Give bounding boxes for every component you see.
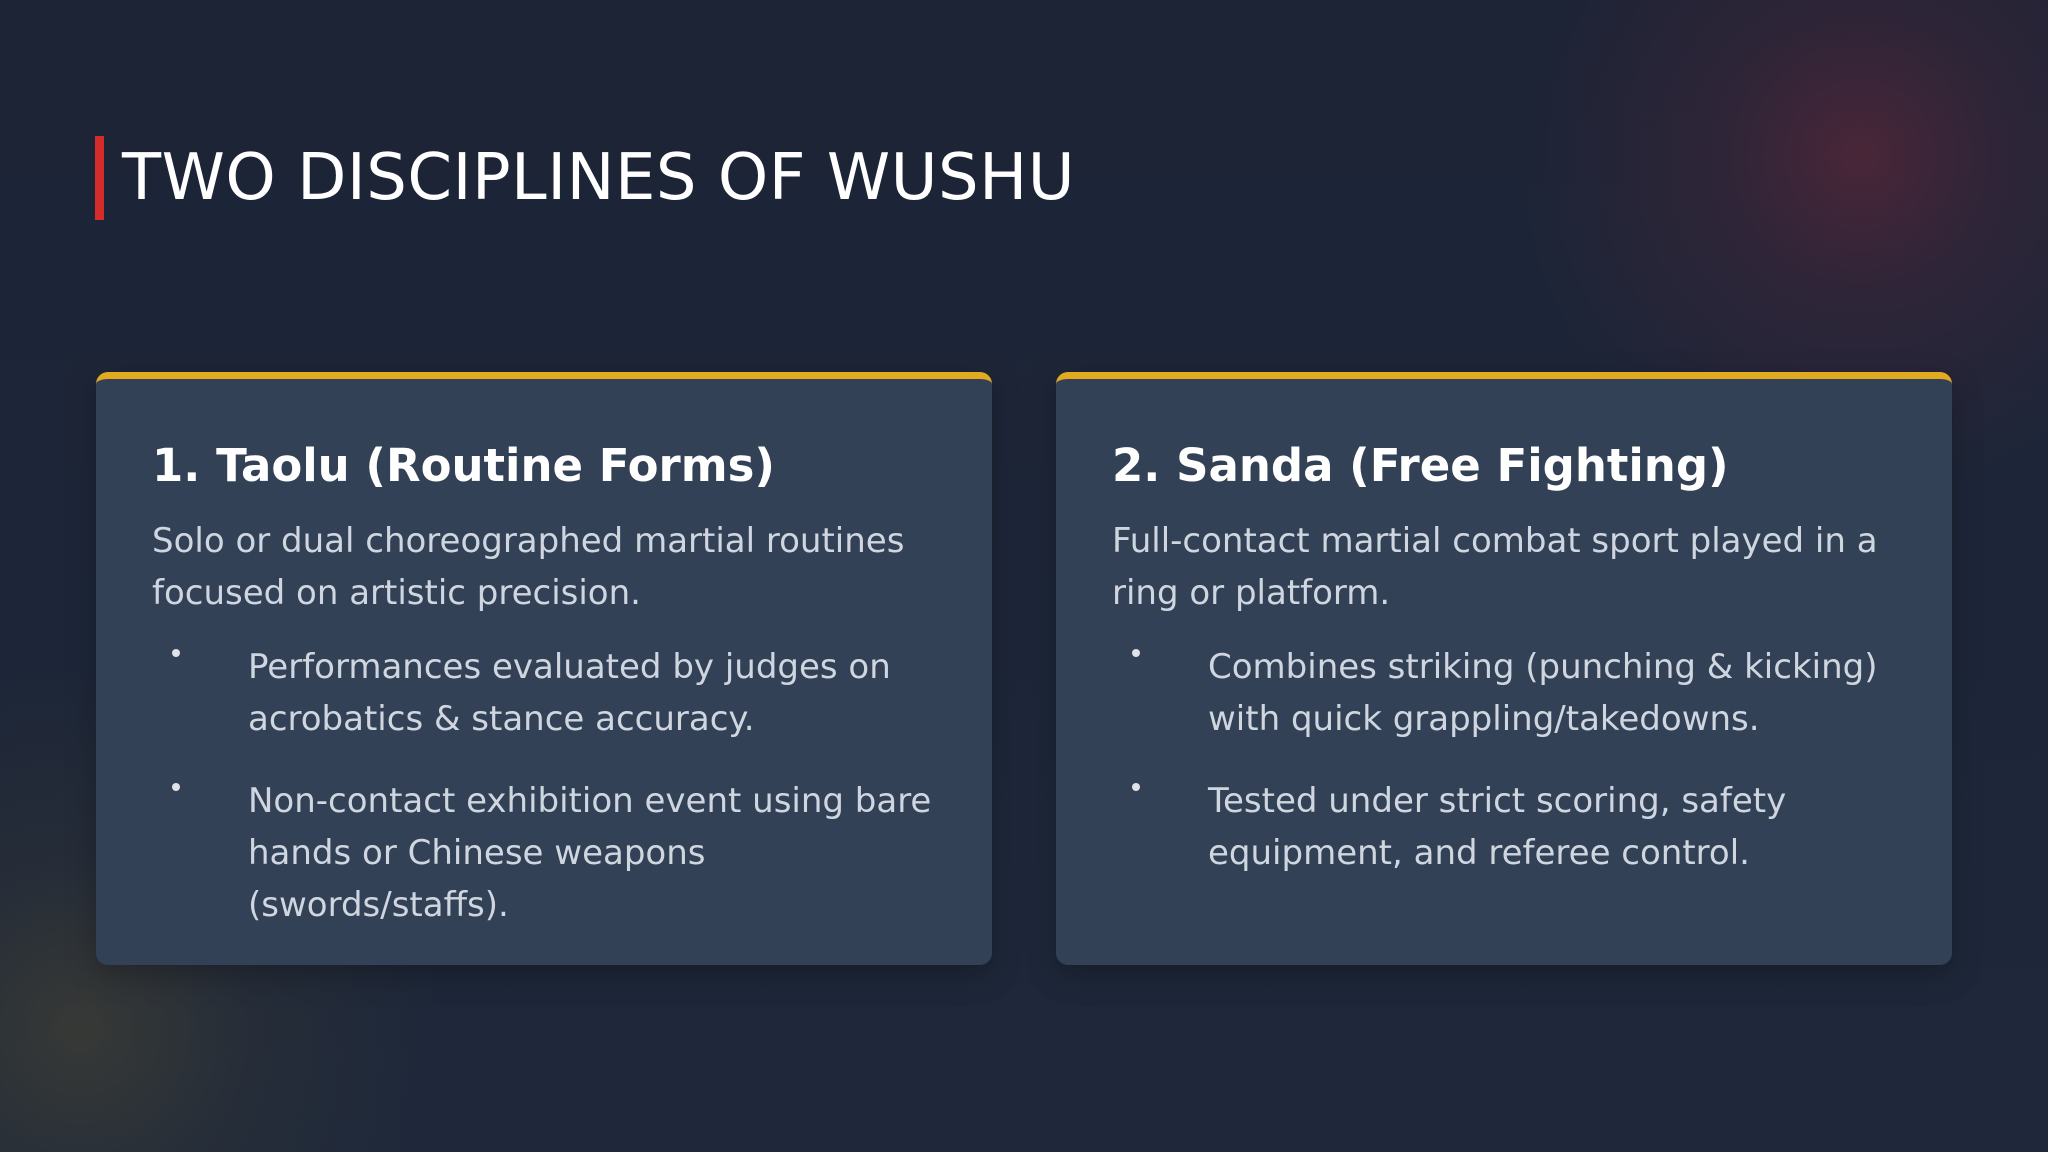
bullet-text: Performances evaluated by judges on acro… bbox=[248, 647, 891, 739]
bullet-list: Combines striking (punching & kicking) w… bbox=[1112, 641, 1896, 879]
bullet-item: Performances evaluated by judges on acro… bbox=[152, 641, 936, 745]
bullet-text: Non-contact exhibition event using bare … bbox=[248, 781, 932, 925]
card-taolu: 1. Taolu (Routine Forms) Solo or dual ch… bbox=[96, 372, 992, 965]
card-title: 1. Taolu (Routine Forms) bbox=[152, 439, 775, 492]
title-block: TWO DISCIPLINES OF WUSHU bbox=[95, 136, 1075, 220]
slide-title: TWO DISCIPLINES OF WUSHU bbox=[122, 141, 1076, 215]
bullet-text: Tested under strict scoring, safety equi… bbox=[1208, 781, 1787, 873]
card-description: Full-contact martial combat sport played… bbox=[1112, 521, 1878, 613]
title-accent-bar bbox=[95, 136, 104, 220]
bullet-item: Tested under strict scoring, safety equi… bbox=[1112, 775, 1896, 879]
bullet-dot-icon bbox=[1132, 649, 1140, 657]
card-sanda: 2. Sanda (Free Fighting) Full-contact ma… bbox=[1056, 372, 1952, 965]
bullet-dot-icon bbox=[1132, 783, 1140, 791]
card-description: Solo or dual choreographed martial routi… bbox=[152, 521, 905, 613]
bullet-item: Combines striking (punching & kicking) w… bbox=[1112, 641, 1896, 745]
bullet-text: Combines striking (punching & kicking) w… bbox=[1208, 647, 1878, 739]
bullet-dot-icon bbox=[172, 783, 180, 791]
bullet-list: Performances evaluated by judges on acro… bbox=[152, 641, 936, 931]
card-title: 2. Sanda (Free Fighting) bbox=[1112, 439, 1729, 492]
bullet-item: Non-contact exhibition event using bare … bbox=[152, 775, 936, 931]
bullet-dot-icon bbox=[172, 649, 180, 657]
